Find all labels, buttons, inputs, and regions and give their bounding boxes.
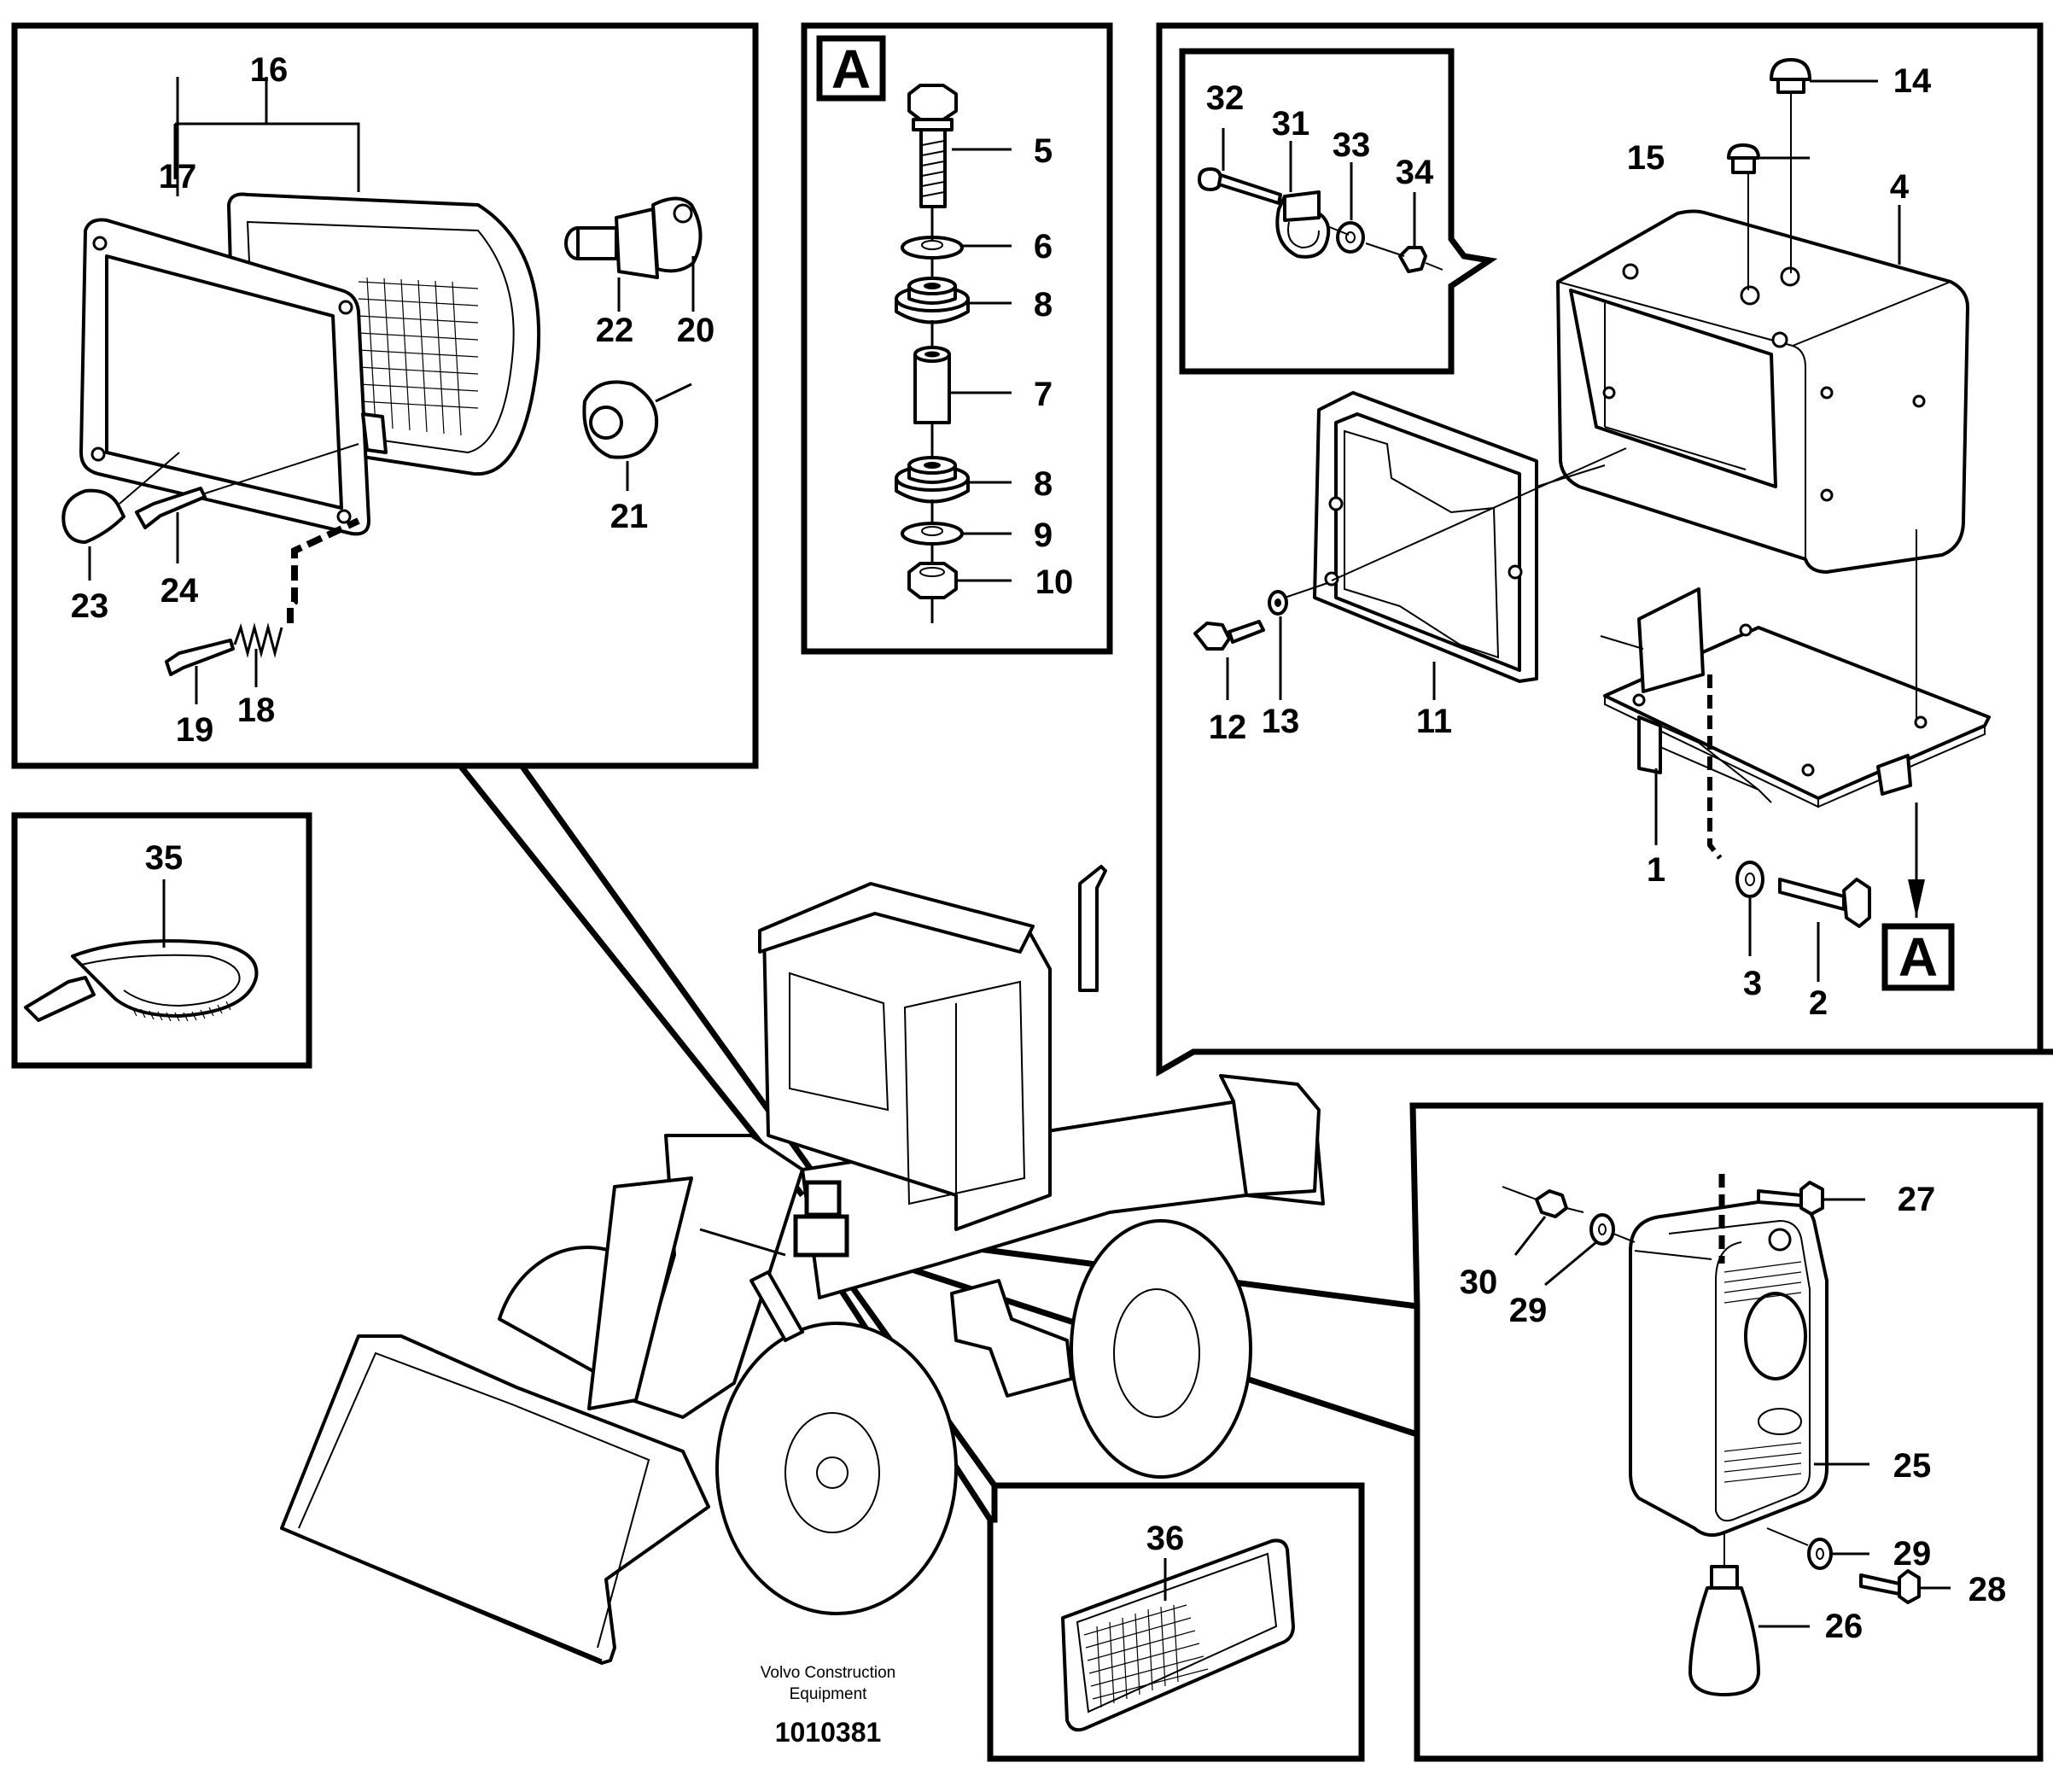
callout-8-lower: 8	[1034, 465, 1053, 503]
panel-headlamp	[11, 22, 759, 769]
callout-11: 11	[1416, 703, 1452, 740]
bolt-2	[1778, 878, 1871, 928]
callout-8-upper: 8	[1034, 286, 1053, 324]
washer-29-upper	[1589, 1213, 1636, 1246]
callout-25: 25	[1893, 1447, 1932, 1485]
callout-16: 16	[250, 51, 289, 89]
callout-12: 12	[1209, 709, 1247, 746]
bulb-22	[564, 207, 659, 279]
callout-3: 3	[1743, 965, 1762, 1002]
screw-27	[1757, 1181, 1824, 1216]
callout-labels: 16 17 22 20 21 23 24 19 18 5 6 8 7 8 9 1…	[71, 51, 2007, 1645]
clamp-inset	[1198, 128, 1444, 273]
rear-lamp-25	[1629, 1174, 1828, 1538]
callout-17: 17	[159, 158, 197, 196]
plug-15	[1727, 143, 1760, 290]
brand-line-2: Equipment	[790, 1685, 868, 1703]
callout-5: 5	[1034, 132, 1053, 170]
callout-1: 1	[1647, 851, 1665, 889]
callout-7: 7	[1034, 376, 1053, 413]
washer-9	[901, 522, 964, 546]
section-marker-a-ref: A	[1898, 926, 1938, 988]
headlamp-trim-frame	[79, 218, 388, 536]
nut-34	[1398, 246, 1427, 273]
bushing-8-lower	[895, 456, 970, 504]
callout-26: 26	[1825, 1608, 1863, 1645]
callout-35: 35	[145, 839, 184, 877]
nut-30	[1502, 1186, 1584, 1218]
brand-line-1: Volvo Construction	[761, 1664, 895, 1682]
panel-reflector	[987, 1482, 1365, 1762]
callout-4: 4	[1890, 168, 1910, 206]
screw-28	[1859, 1569, 1921, 1604]
section-marker-a: A	[831, 38, 871, 100]
callout-34: 34	[1396, 154, 1434, 191]
screw-24	[135, 443, 359, 529]
callout-2: 2	[1809, 984, 1828, 1022]
bolt-5	[907, 84, 958, 208]
gasket-11	[1313, 391, 1538, 683]
callout-13: 13	[1262, 703, 1300, 740]
bracket-1	[1600, 529, 1991, 860]
nut-10	[907, 562, 958, 623]
callout-29-lower: 29	[1893, 1535, 1932, 1573]
washer-29-lower	[1766, 1527, 1833, 1570]
callout-36: 36	[1146, 1520, 1185, 1557]
panel-mounting-stack: A	[801, 22, 1113, 655]
spring-18	[233, 517, 360, 658]
lamp-cover-4	[1556, 209, 1969, 574]
callout-15: 15	[1627, 139, 1665, 177]
callout-10: 10	[1035, 563, 1074, 601]
panel-lamp-housing: A	[1156, 22, 2044, 1077]
callout-28: 28	[1968, 1571, 2007, 1608]
callout-24: 24	[160, 572, 199, 610]
callout-14: 14	[1893, 62, 1932, 100]
plug-14	[1770, 58, 1811, 273]
drawing-number: 1010381	[775, 1717, 882, 1748]
panel-rear-lamp	[1409, 1102, 2044, 1762]
callout-18: 18	[237, 692, 276, 729]
drawing-footer: Volvo Construction Equipment 1010381	[761, 1664, 895, 1748]
callout-21: 21	[610, 498, 649, 535]
callout-9: 9	[1034, 517, 1053, 554]
callout-6: 6	[1034, 228, 1053, 266]
callout-20: 20	[677, 312, 715, 349]
callout-29-upper: 29	[1509, 1292, 1548, 1329]
socket-21	[582, 380, 692, 459]
washer-33	[1336, 221, 1365, 254]
wheel-loader-illustration	[280, 865, 1325, 1665]
bulb-26	[1688, 1532, 1760, 1696]
bulb-23	[61, 452, 180, 544]
washer-13	[1268, 582, 1328, 616]
callout-33: 33	[1333, 126, 1371, 164]
callout-19: 19	[176, 711, 214, 749]
callout-23: 23	[71, 587, 109, 625]
screw-12	[1193, 620, 1265, 651]
screw-19	[165, 639, 235, 676]
callout-32: 32	[1206, 79, 1245, 117]
washer-3	[1735, 861, 1764, 898]
callout-27: 27	[1898, 1181, 1936, 1218]
clamp-31	[1275, 190, 1331, 259]
bushing-8-upper	[895, 277, 970, 324]
panel-cable-tie	[11, 812, 312, 1069]
bulb-holder-20	[651, 196, 703, 273]
callout-30: 30	[1460, 1264, 1498, 1301]
callout-31: 31	[1272, 105, 1310, 143]
callout-22: 22	[596, 312, 634, 349]
cable-tie-35	[24, 939, 259, 1022]
reflector-36	[1061, 1538, 1295, 1732]
spacer-7	[913, 346, 951, 424]
